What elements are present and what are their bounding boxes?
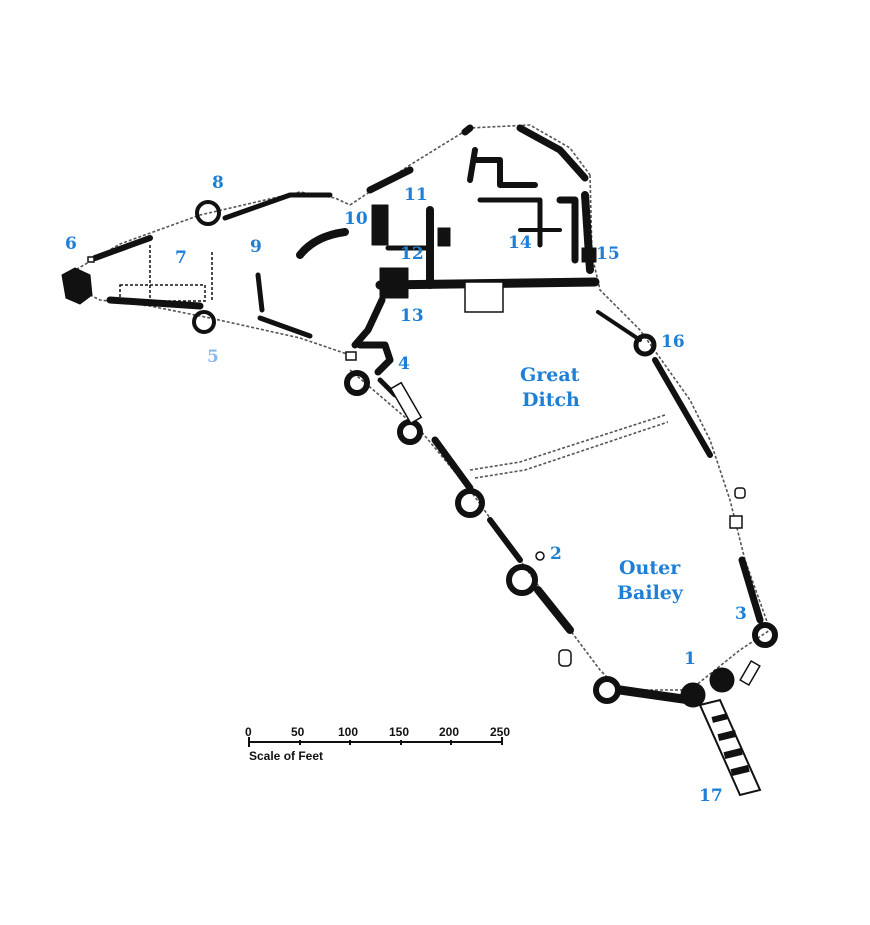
- label-2: 2: [550, 544, 562, 564]
- label-6: 6: [65, 234, 77, 254]
- area-great-ditch-line1: Great: [520, 364, 580, 386]
- scale-tick-250: 250: [490, 725, 510, 739]
- scale-bar: 0 50 100 150 200 250 Scale of Feet: [245, 725, 510, 763]
- scale-tick-0: 0: [245, 725, 252, 739]
- label-8: 8: [212, 173, 224, 193]
- scale-tick-150: 150: [389, 725, 409, 739]
- area-outer-bailey-line1: Outer: [619, 557, 681, 579]
- label-9: 9: [250, 237, 262, 257]
- label-5: 5: [207, 347, 219, 367]
- label-17: 17: [699, 786, 723, 806]
- label-14: 14: [508, 233, 532, 253]
- label-13: 13: [400, 306, 424, 326]
- label-4: 4: [398, 354, 410, 374]
- label-1: 1: [684, 649, 696, 669]
- scale-tick-50: 50: [291, 725, 305, 739]
- scale-tick-200: 200: [439, 725, 459, 739]
- scale-tick-100: 100: [338, 725, 358, 739]
- scale-caption: Scale of Feet: [249, 749, 323, 763]
- label-7: 7: [175, 248, 187, 268]
- label-3: 3: [735, 604, 747, 624]
- curtain-outline: [71, 124, 771, 691]
- minor-features: [87, 245, 761, 687]
- plan-labels: 1 2 3 4 5 6 7 8 9 10 11 12 13 14 15 16 1…: [65, 173, 747, 806]
- label-16: 16: [661, 332, 685, 352]
- thick-walls: [61, 124, 778, 708]
- label-10: 10: [344, 209, 368, 229]
- label-11: 11: [404, 185, 428, 205]
- bridge: [698, 698, 762, 797]
- label-15: 15: [596, 244, 620, 264]
- area-outer-bailey-line2: Bailey: [617, 582, 684, 604]
- area-great-ditch-line2: Ditch: [522, 389, 580, 411]
- label-12: 12: [400, 244, 424, 264]
